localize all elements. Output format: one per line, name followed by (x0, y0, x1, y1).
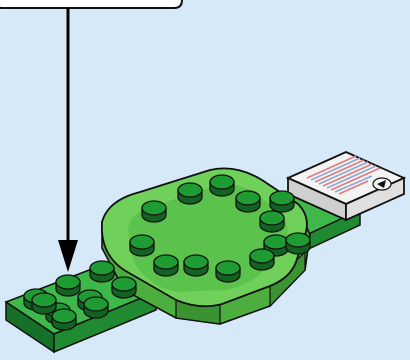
left-plate-stud (90, 261, 114, 282)
base-plate-stud (178, 183, 202, 204)
left-plate-stud (56, 275, 80, 296)
base-plate-stud (142, 201, 166, 222)
left-plate-stud (112, 277, 136, 298)
callout-box (0, 0, 182, 8)
base-plate-stud (210, 175, 234, 196)
right-plate-stud (270, 191, 294, 212)
left-plate-stud (84, 297, 108, 318)
base-plate-stud (130, 235, 154, 256)
base-plate-stud (236, 191, 260, 212)
base-plate-stud (154, 255, 178, 276)
right-plate-stud (286, 233, 310, 254)
base-plate-stud (250, 249, 274, 270)
left-plate-stud (32, 293, 56, 314)
base-plate-stud (184, 255, 208, 276)
down-arrow-icon (58, 8, 78, 272)
sensor-logo-icon (373, 178, 391, 190)
left-plate-stud (52, 309, 76, 330)
base-plate-stud (216, 261, 240, 282)
base-plate-stud (260, 211, 284, 232)
